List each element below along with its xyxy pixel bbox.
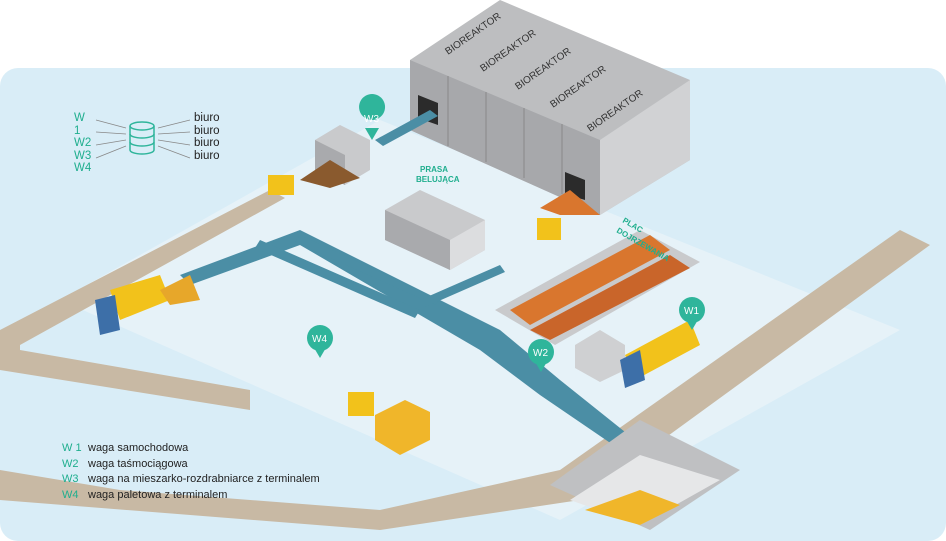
db-output-label: biuro bbox=[194, 149, 220, 162]
output-pit bbox=[550, 420, 740, 530]
pin-w2: W2 bbox=[528, 339, 554, 372]
db-output-label: biuro bbox=[194, 112, 220, 124]
db-input-label: W4 bbox=[74, 162, 92, 174]
pallet-bales bbox=[375, 400, 430, 455]
baling-press: PRASA BELUJĄCA bbox=[385, 165, 485, 270]
database-icon bbox=[129, 121, 155, 155]
svg-text:W2: W2 bbox=[533, 348, 548, 359]
weighbridge-hut bbox=[575, 330, 625, 382]
connector-lines bbox=[95, 119, 191, 159]
loader bbox=[537, 218, 561, 240]
forklift bbox=[268, 175, 294, 195]
conveyor-system bbox=[180, 230, 660, 470]
maturing-yard: PLAC DOJRZEWANIA bbox=[495, 216, 700, 345]
truck-left bbox=[95, 275, 200, 335]
pin-w1: W1 bbox=[679, 297, 705, 330]
conveyor-to-bioreactor bbox=[375, 110, 438, 146]
db-input-label: W 1 bbox=[74, 112, 85, 137]
road-left bbox=[0, 190, 285, 410]
db-output-label: biuro bbox=[194, 137, 220, 149]
shredder-shed bbox=[300, 125, 370, 188]
db-input-label: W2 bbox=[74, 137, 92, 149]
svg-text:W3: W3 bbox=[364, 114, 379, 125]
pin-w4: W4 bbox=[307, 325, 333, 358]
db-input-label: W3 bbox=[74, 149, 92, 162]
press-label: PRASA bbox=[420, 165, 448, 174]
svg-text:W4: W4 bbox=[312, 334, 327, 345]
pin-w3: W3 bbox=[359, 94, 386, 140]
road-bottom bbox=[0, 230, 930, 530]
db-output-label: biuro bbox=[194, 124, 220, 137]
svg-text:W1: W1 bbox=[684, 306, 699, 317]
truck-right bbox=[620, 320, 700, 388]
forklift bbox=[348, 392, 374, 416]
press-label: BELUJĄCA bbox=[416, 175, 460, 184]
